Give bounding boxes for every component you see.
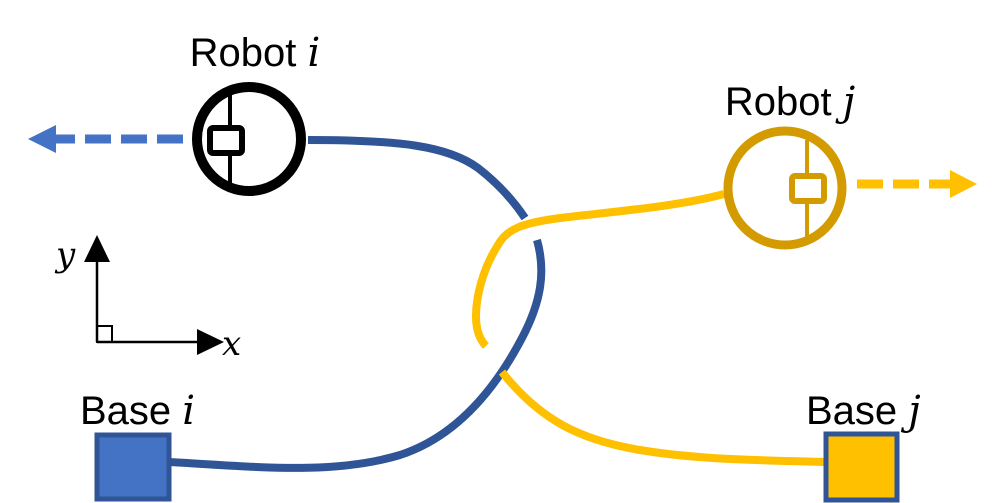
base-i	[94, 432, 172, 502]
x-axis-arrowhead	[197, 329, 224, 355]
robot-j-label: Robot j	[725, 79, 855, 125]
tether-path-i	[167, 136, 546, 472]
arrow-left-icon	[28, 125, 56, 153]
tether-path-j	[471, 190, 825, 466]
y-axis-arrowhead	[84, 235, 110, 262]
y-axis-label: y	[54, 235, 76, 275]
x-axis-label: x	[222, 324, 241, 364]
base-j-label: Base j	[806, 388, 921, 434]
robot-j	[723, 126, 977, 250]
base-i-label: Base i	[80, 388, 195, 434]
base-j	[823, 431, 900, 503]
robot-i-label: Robot i	[190, 30, 321, 76]
arrow-right-icon	[950, 170, 977, 198]
coordinate-axes	[95, 262, 200, 344]
robot-i	[28, 82, 306, 196]
